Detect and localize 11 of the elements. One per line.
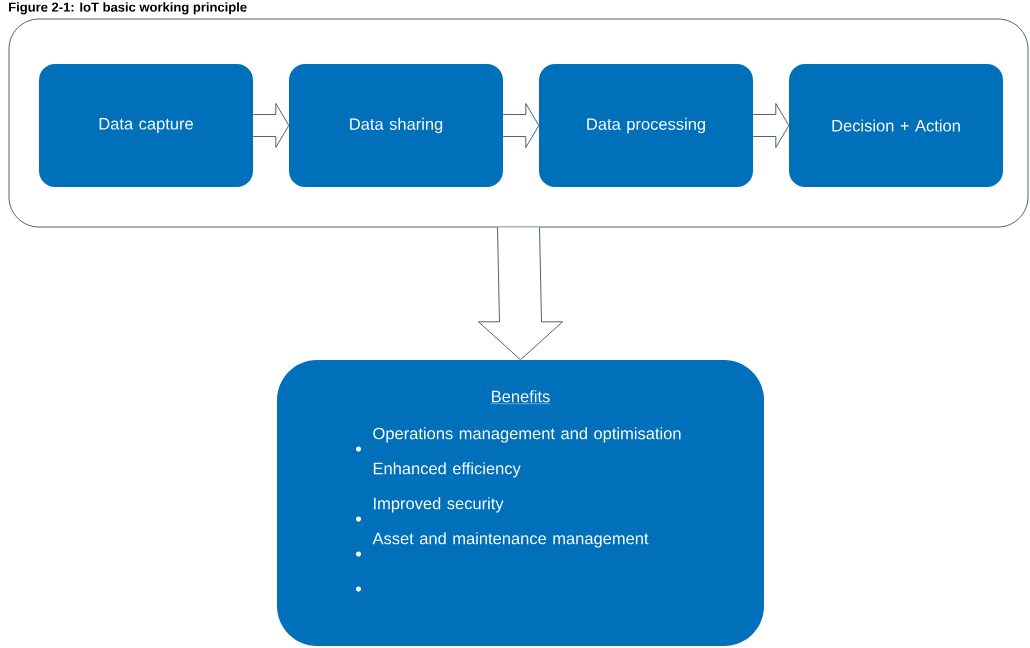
process-box: Decision + Action (789, 64, 1003, 187)
process-box: Data sharing (289, 64, 503, 187)
block-arrow (502, 103, 540, 148)
process-box: Data capture (39, 64, 253, 187)
block-arrow (478, 227, 563, 361)
figure-title: Figure 2-1: IoT basic working principle (9, 2, 247, 15)
block-arrow (752, 103, 790, 148)
block-arrow (252, 103, 290, 148)
group-frame (8, 18, 1029, 228)
process-box: Data processing (539, 64, 753, 187)
benefits-box: Benefits Operations management and optimisation Enhanced efficiency Improved security Asset and maintenance management (277, 360, 764, 646)
